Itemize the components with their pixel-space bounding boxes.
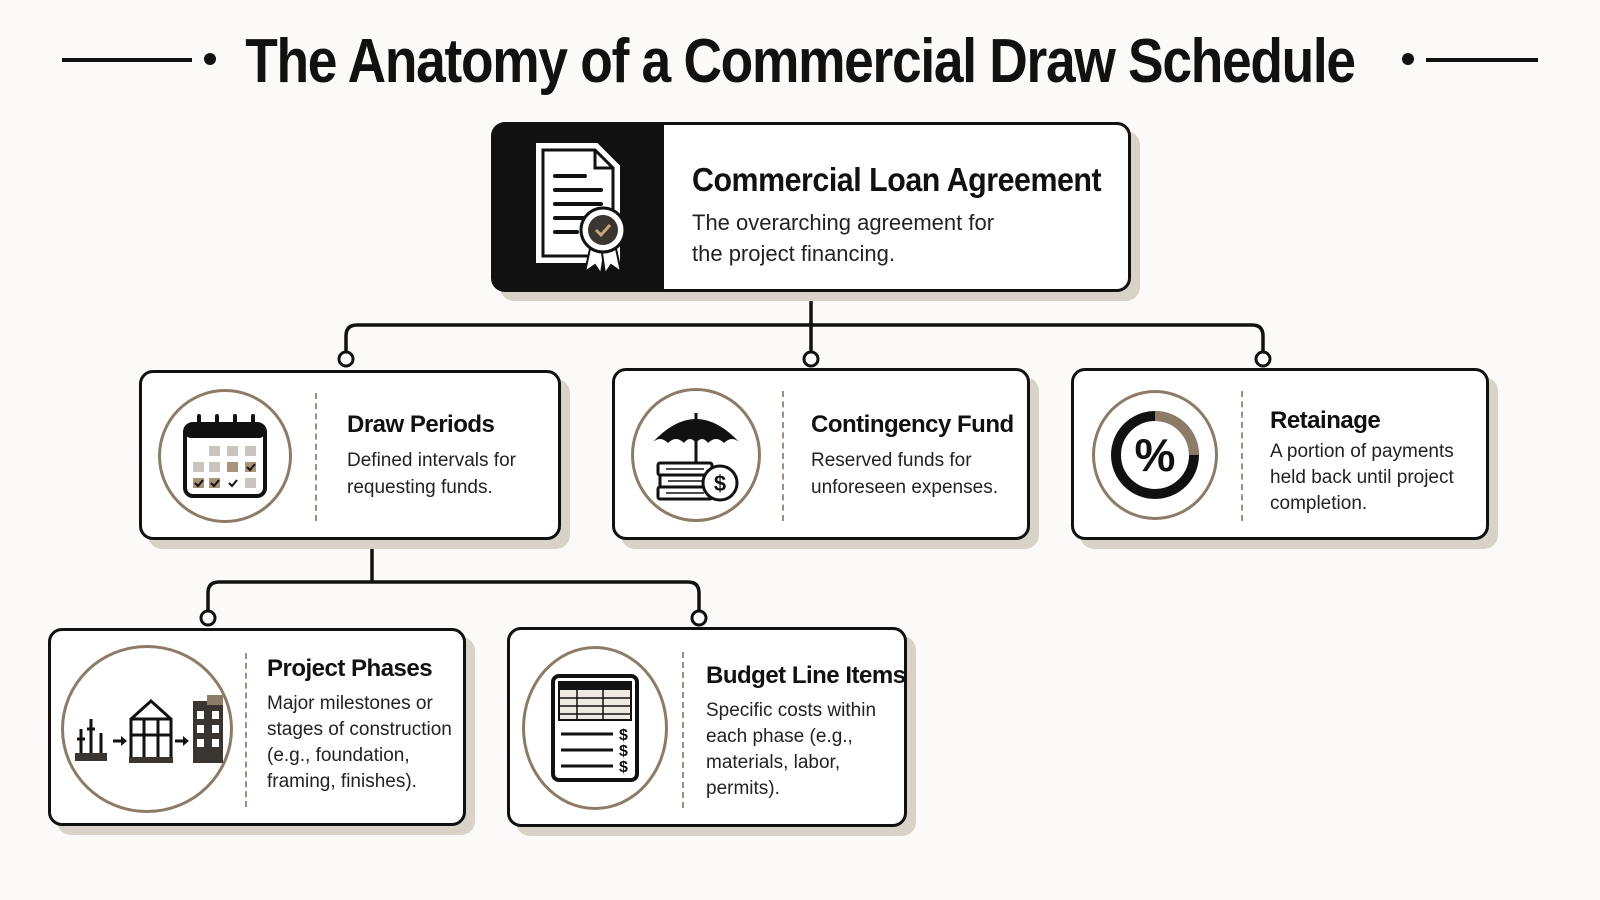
budget-line-items-icon-circle: $$$ (522, 646, 668, 810)
svg-text:$: $ (714, 471, 726, 496)
budget-sheet-icon: $$$ (551, 674, 639, 782)
project-phases-heading: Project Phases (267, 655, 433, 682)
title-row: The Anatomy of a Commercial Draw Schedul… (0, 22, 1600, 102)
title-rule-left (62, 58, 192, 62)
budget-line-items-description: Specific costs within each phase (e.g., … (706, 700, 877, 799)
title-rule-right (1426, 58, 1538, 62)
budget-line-items-heading: Budget Line Items (706, 662, 906, 689)
connector-node (1254, 350, 1272, 368)
retainage-icon-circle: % (1092, 390, 1218, 520)
connector-level2-bar (206, 580, 701, 617)
connector-node (690, 609, 708, 627)
svg-text:%: % (1135, 429, 1176, 481)
draw-periods-heading: Draw Periods (347, 411, 495, 438)
contingency-fund-description: Reserved funds for unforeseen expenses. (811, 450, 998, 498)
certificate-document-icon (536, 143, 627, 277)
contingency-fund-divider (782, 391, 784, 521)
contingency-fund-heading: Contingency Fund (811, 411, 1014, 438)
svg-text:$: $ (619, 743, 628, 760)
percent-icon: % (1111, 411, 1199, 499)
project-phases-icon-circle (61, 645, 233, 813)
svg-text:$: $ (619, 727, 628, 744)
draw-periods-card: Draw Periods Defined intervals for reque… (139, 370, 561, 540)
svg-text:$: $ (619, 759, 628, 776)
connector-node (802, 350, 820, 368)
draw-periods-icon-circle (158, 389, 292, 523)
draw-periods-description: Defined intervals for requesting funds. (347, 450, 516, 498)
retainage-heading: Retainage (1270, 407, 1381, 434)
budget-line-items-card: $$$ Budget Line Items Specific costs wit… (507, 627, 907, 827)
contingency-fund-card: $ Contingency Fund Reserved funds for un… (612, 368, 1030, 540)
title-dot-left (204, 53, 216, 65)
root-icon-panel (494, 125, 664, 289)
contingency-fund-icon-circle: $ (631, 388, 761, 522)
budget-line-items-divider (682, 652, 684, 808)
draw-periods-divider (315, 393, 317, 521)
connector-node (337, 350, 355, 368)
project-phases-description: Major milestones or stages of constructi… (267, 693, 452, 792)
page-title: The Anatomy of a Commercial Draw Schedul… (245, 27, 1356, 96)
connector-level1-bar (344, 323, 1265, 358)
project-phases-card: Project Phases Major milestones or stage… (48, 628, 466, 826)
umbrella-money-icon: $ (652, 413, 740, 502)
retainage-description: A portion of payments held back until pr… (1270, 441, 1454, 514)
project-phases-divider (245, 653, 247, 807)
root-card: Commercial Loan Agreement The overarchin… (491, 122, 1131, 292)
retainage-card: % Retainage A portion of payments held b… (1071, 368, 1489, 540)
root-description: The overarching agreement for the projec… (692, 210, 995, 266)
connector-node (199, 609, 217, 627)
retainage-divider (1241, 391, 1243, 521)
calendar-icon (183, 414, 267, 498)
title-dot-right (1402, 53, 1414, 65)
root-heading: Commercial Loan Agreement (692, 161, 1102, 198)
construction-phases-icon (75, 695, 223, 763)
